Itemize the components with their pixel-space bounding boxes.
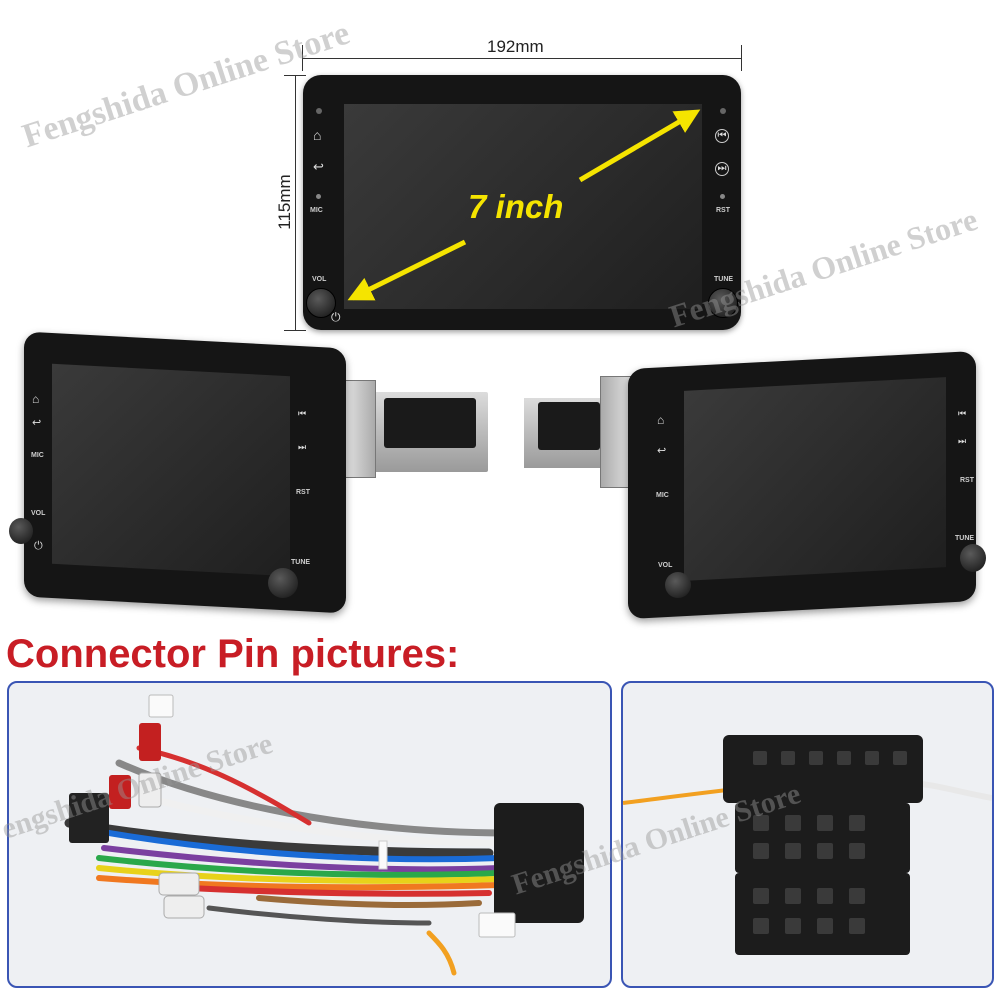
next-track-icon: ⏭ (715, 162, 729, 176)
mic-label: MIC (310, 207, 323, 214)
back-icon-right: ↩ (657, 445, 667, 457)
diagonal-arrow-icon (347, 109, 701, 301)
rear-connector-block-right (538, 402, 600, 450)
height-dimension-line (295, 75, 296, 330)
mic-label-right: MIC (656, 492, 669, 499)
iso-connector-panel (621, 681, 994, 988)
tune-knob (708, 288, 738, 318)
mic-label-left: MIC (31, 452, 44, 459)
led-indicator-right-icon (720, 108, 726, 114)
previous-track-icon-left: ⏮ (298, 408, 307, 418)
power-icon: ⏻ (331, 310, 341, 324)
height-tick-top (284, 75, 306, 76)
mic-hole-icon (316, 194, 321, 199)
screen-size-label: 7 inch (468, 188, 564, 225)
section-heading: Connector Pin pictures: (6, 632, 460, 676)
mounting-bracket (344, 380, 376, 478)
tune-knob-right (960, 544, 986, 572)
volume-knob-right (665, 572, 691, 598)
reset-hole-icon (720, 194, 725, 199)
width-tick-left (302, 45, 303, 71)
wiring-harness-illustration (64, 694, 584, 976)
home-icon: ⌂ (313, 127, 322, 143)
power-icon-left: ⏻ (34, 540, 43, 552)
home-icon-right: ⌂ (657, 413, 665, 427)
vol-label-right: VOL (658, 562, 673, 569)
home-icon-left: ⌂ (32, 392, 40, 406)
previous-track-icon: ⏮ (715, 129, 729, 143)
height-tick-bottom (284, 330, 306, 331)
next-track-icon-left: ⏭ (298, 442, 307, 452)
next-track-icon-right: ⏭ (958, 436, 967, 446)
rear-connector-block (384, 398, 476, 448)
width-dimension-line (302, 58, 742, 59)
width-label: 192mm (487, 37, 544, 56)
iso-connector-illustration (623, 735, 992, 955)
display-screen-right (684, 377, 946, 581)
previous-track-icon-right: ⏮ (958, 408, 967, 418)
tune-label: TUNE (714, 276, 734, 283)
wiring-harness-panel (7, 681, 612, 988)
height-label: 115mm (275, 174, 294, 230)
width-tick-right (741, 45, 742, 71)
volume-knob-left (9, 518, 33, 544)
tune-label-right: TUNE (955, 535, 975, 542)
volume-knob (306, 288, 336, 318)
led-indicator-icon (316, 108, 322, 114)
rst-label-left: RST (296, 489, 310, 496)
vol-label-left: VOL (31, 510, 46, 517)
display-screen-left (52, 363, 290, 577)
tune-label-left: TUNE (291, 559, 311, 566)
vol-label: VOL (312, 276, 327, 283)
rst-label: RST (716, 207, 730, 214)
rst-label-right: RST (960, 477, 974, 484)
back-icon: ↩ (313, 159, 324, 174)
tune-knob-left (268, 568, 298, 598)
back-icon-left: ↩ (32, 417, 42, 429)
